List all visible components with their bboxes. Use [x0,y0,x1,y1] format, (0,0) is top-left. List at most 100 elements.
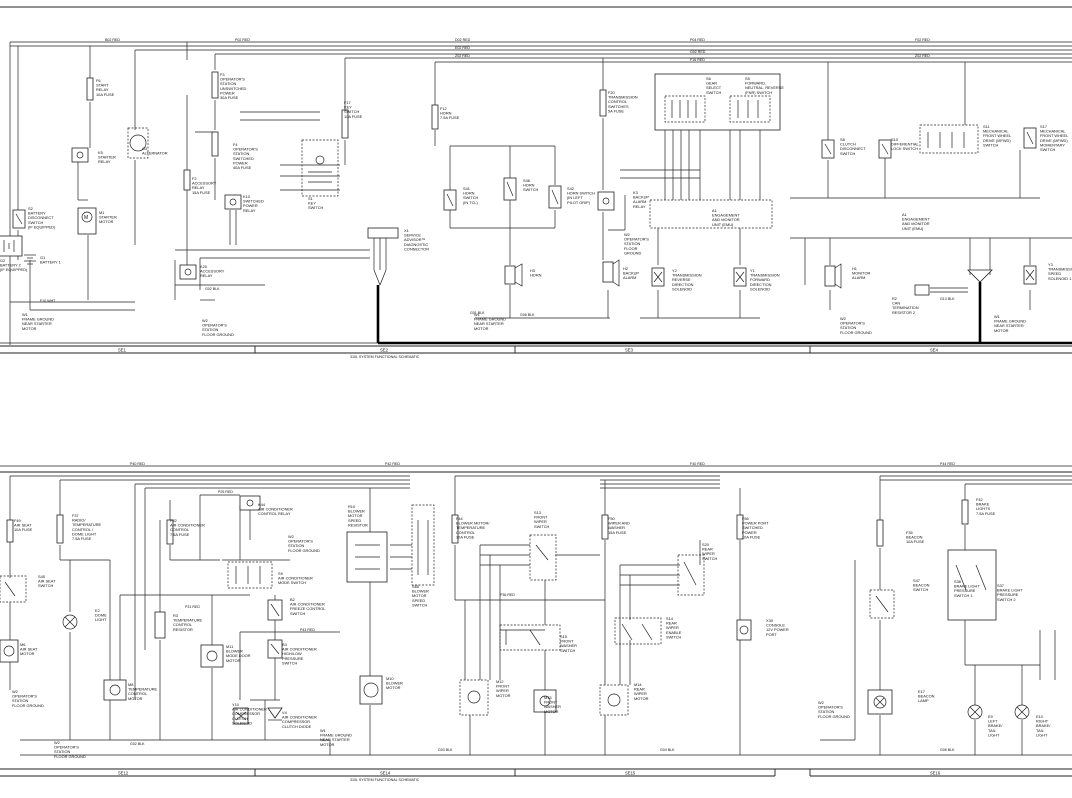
schematic-title: 310L SYSTEM FUNCTIONAL SCHEMATIC [350,778,420,782]
se16-wiring [760,476,1072,756]
k44-ac-control-relay [239,495,261,511]
s6-s5-switch-block [654,73,781,131]
s41-horn-switch [443,189,457,211]
s47-beacon-switch [869,589,895,619]
se3-emu-wires [640,130,773,319]
b2-ac-freeze-switch [267,599,283,621]
wire-label: G01 BLK [470,311,485,315]
y2-reverse-solenoid [651,267,665,287]
f49-air-seat-fuse [6,519,14,543]
wire-label: G03 BLK [438,748,453,752]
section-label: SE4 [930,348,939,353]
f12-horn-fuse [431,104,439,130]
se1-wiring [9,42,136,345]
wire-label: P02 RED [235,38,250,42]
wire-label: P40 RED [130,462,145,466]
h1-monitor-alarm [824,263,842,289]
m14-rear-wiper-motor [599,684,629,716]
k20-accessory-relay [179,264,197,280]
wire-label: P44 RED [940,462,955,466]
f50-wiper-washer-fuse [601,514,609,540]
wire-label: F40 RED [690,462,705,466]
top-power-wires [10,41,1072,63]
f42-brake-lights-fuse [961,499,969,525]
s65-blower-speed-switch [411,504,435,586]
s13-front-wiper-switch [529,534,557,581]
wire-label: G04 BLK [660,748,675,752]
r2-can-termination-resistor [914,269,993,296]
bottom-schematic-half: P40 RED P42 RED F40 RED P44 RED G02 BLK … [0,462,1072,782]
wire-label: P31 RED [185,605,200,609]
wire-label: F02 RED [915,38,930,42]
section-label: SE1 [118,348,127,353]
r3-temperature-resistor [154,611,166,639]
f3-unswitched-power-fuse [211,71,219,99]
svg-text:M: M [84,215,88,221]
k5-starter-relay [71,147,89,163]
wire-label: F16 RED [690,58,705,62]
section-label: SE2 [380,348,389,353]
top-ground-bus [0,282,1072,345]
section-label: SE16 [930,771,941,776]
f2-accessory-relay-fuse [183,169,191,191]
s10-diff-lock-switch [878,139,892,159]
s45-air-seat-switch [0,575,27,603]
wire-label: P36 RED [500,593,515,597]
e2-dome-light [62,614,78,630]
wire-label: G02 BLK [130,742,145,746]
s8-clutch-disconnect-switch [821,139,835,159]
y1-forward-solenoid [733,267,747,287]
e9-left-brake-tail-light [967,704,983,720]
se3-wiring [434,58,700,319]
s9-ac-mode-switch [227,561,273,589]
g3-alternator [127,127,149,159]
